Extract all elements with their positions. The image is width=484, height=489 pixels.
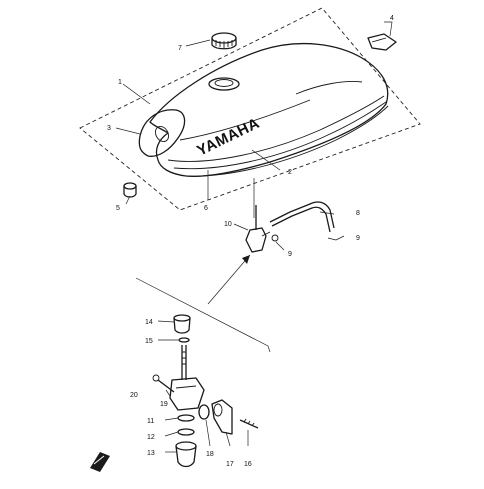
- callout-1: 1: [118, 79, 122, 86]
- callout-4: 4: [390, 15, 394, 22]
- callout-19: 19: [160, 401, 168, 408]
- callout-12: 12: [147, 434, 155, 441]
- lower-section-bracket: [135, 277, 271, 353]
- callout-3: 3: [107, 125, 111, 132]
- publisher-mark: [90, 452, 110, 472]
- callout-9-a: 9: [356, 235, 360, 242]
- callout-6: 6: [204, 205, 208, 212]
- callout-14: 14: [145, 319, 153, 326]
- fuel-line-assembly: [245, 178, 337, 253]
- filler-cap: [211, 32, 237, 50]
- tank-emblem-part: [367, 33, 397, 51]
- callout-17: 17: [226, 461, 234, 468]
- callout-11: 11: [147, 418, 154, 425]
- callout-18: 18: [206, 451, 214, 458]
- callout-20: 20: [130, 392, 138, 399]
- callout-labels: 7 4 1 3 2 5 6 8 10 9 9 14 15 20 19 11 12…: [107, 15, 394, 468]
- callout-7: 7: [178, 45, 182, 52]
- callout-9-b: 9: [288, 251, 292, 258]
- callout-10: 10: [224, 221, 232, 228]
- fuel-tank: YAMAHA: [138, 42, 389, 178]
- callout-leaders: [115, 21, 393, 453]
- callout-16: 16: [244, 461, 252, 468]
- callout-8: 8: [356, 210, 360, 217]
- fuel-cock-assembly: [152, 314, 259, 468]
- assembly-boundary: [79, 7, 421, 211]
- grommet: [123, 182, 137, 198]
- callout-2: 2: [288, 169, 292, 176]
- callout-15: 15: [145, 338, 153, 345]
- callout-5: 5: [116, 205, 120, 212]
- assembly-leader: [207, 254, 251, 305]
- callout-13: 13: [147, 450, 155, 457]
